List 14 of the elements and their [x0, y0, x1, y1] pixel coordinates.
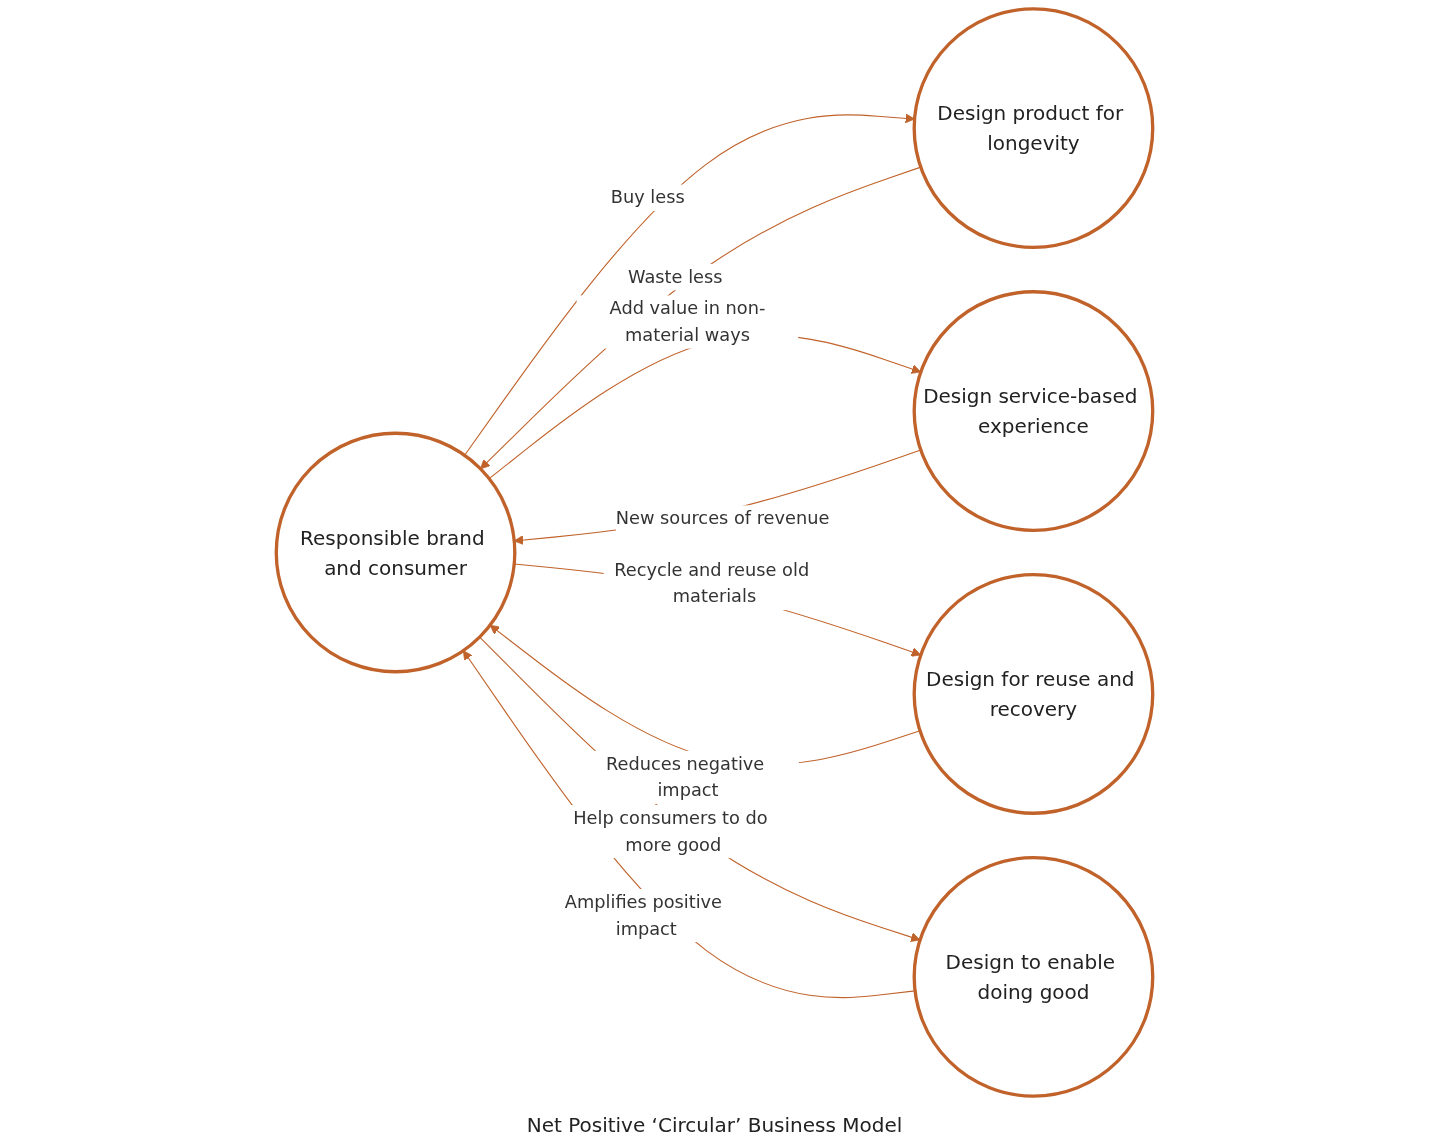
- node-circle: Design to enable doing good: [912, 855, 1155, 1098]
- node-circle: Responsible brand and consumer: [274, 431, 517, 674]
- edge-label: Help consumers to do more good: [573, 807, 768, 855]
- node-circle: Design service-based experience: [912, 290, 1155, 532]
- edge-label: Add value in non-material ways: [609, 297, 766, 346]
- edge-label: Reduces negative impact: [606, 752, 765, 801]
- edge-label: Recycle and reuse old materials: [614, 559, 810, 607]
- node-circle: Design product for longevity: [912, 7, 1155, 250]
- diagram-caption: Net Positive ‘Circular’ Business Model: [526, 1113, 903, 1137]
- node-circle: Design for reuse and recovery: [912, 573, 1155, 815]
- edge-label: Amplifies positive impact: [564, 891, 723, 939]
- edge-label: Buy less: [610, 186, 685, 208]
- edge-label: New sources of revenue: [615, 507, 830, 529]
- edge-label: Waste less: [628, 266, 723, 288]
